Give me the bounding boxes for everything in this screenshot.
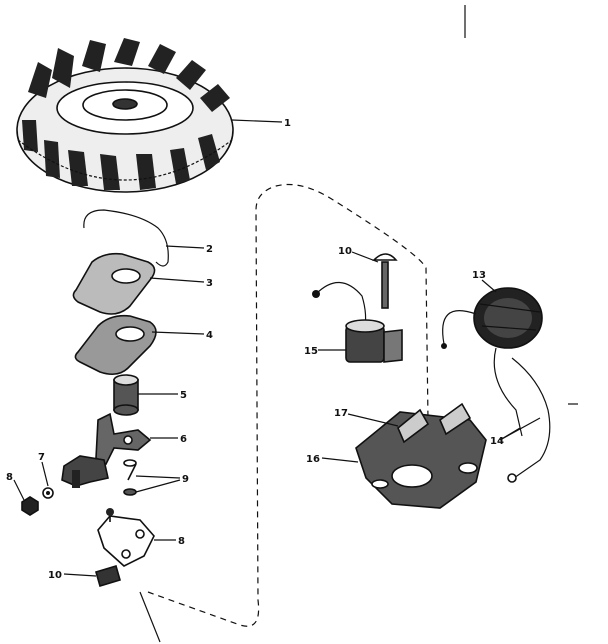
cover xyxy=(72,252,205,315)
callout-breaker-arm: 6 xyxy=(180,434,187,445)
callout-condenser: 15 xyxy=(304,346,318,357)
group-outline xyxy=(147,183,429,627)
callout-flywheel: 1 xyxy=(284,118,291,129)
flywheel-leader xyxy=(231,119,283,123)
cam-bushing xyxy=(113,374,178,416)
spring-clip xyxy=(83,209,205,267)
breaker-arm xyxy=(95,412,178,466)
mounting-plate xyxy=(97,508,176,567)
callout-gasket: 4 xyxy=(206,330,213,341)
callout-plate: 8 xyxy=(178,536,185,547)
callout-coil: 13 xyxy=(472,270,486,281)
breaker-points xyxy=(21,455,109,516)
callout-felt-pad: 10 xyxy=(48,570,62,581)
callout-cam-bushing: 5 xyxy=(180,390,187,401)
callout-screw-washer: 9 xyxy=(182,474,189,485)
stator-base xyxy=(321,402,487,509)
callout-stator-base: 16 xyxy=(306,454,320,465)
condenser xyxy=(312,281,403,363)
screw-washer xyxy=(123,459,181,496)
screw-top xyxy=(351,251,398,309)
gasket xyxy=(74,314,205,376)
callout-screw-nut: 8 xyxy=(6,472,13,483)
felt-pad xyxy=(63,565,121,587)
callout-spring-clip: 2 xyxy=(206,244,213,255)
callout-coil-leads: 14 xyxy=(490,436,504,447)
coil xyxy=(441,279,578,483)
callout-stator-bracket: 17 xyxy=(334,408,348,419)
callout-breaker-spring-clip: 7 xyxy=(38,452,45,463)
callout-cover: 3 xyxy=(206,278,213,289)
callout-screw-top: 10 xyxy=(338,246,352,257)
flywheel xyxy=(16,38,283,193)
